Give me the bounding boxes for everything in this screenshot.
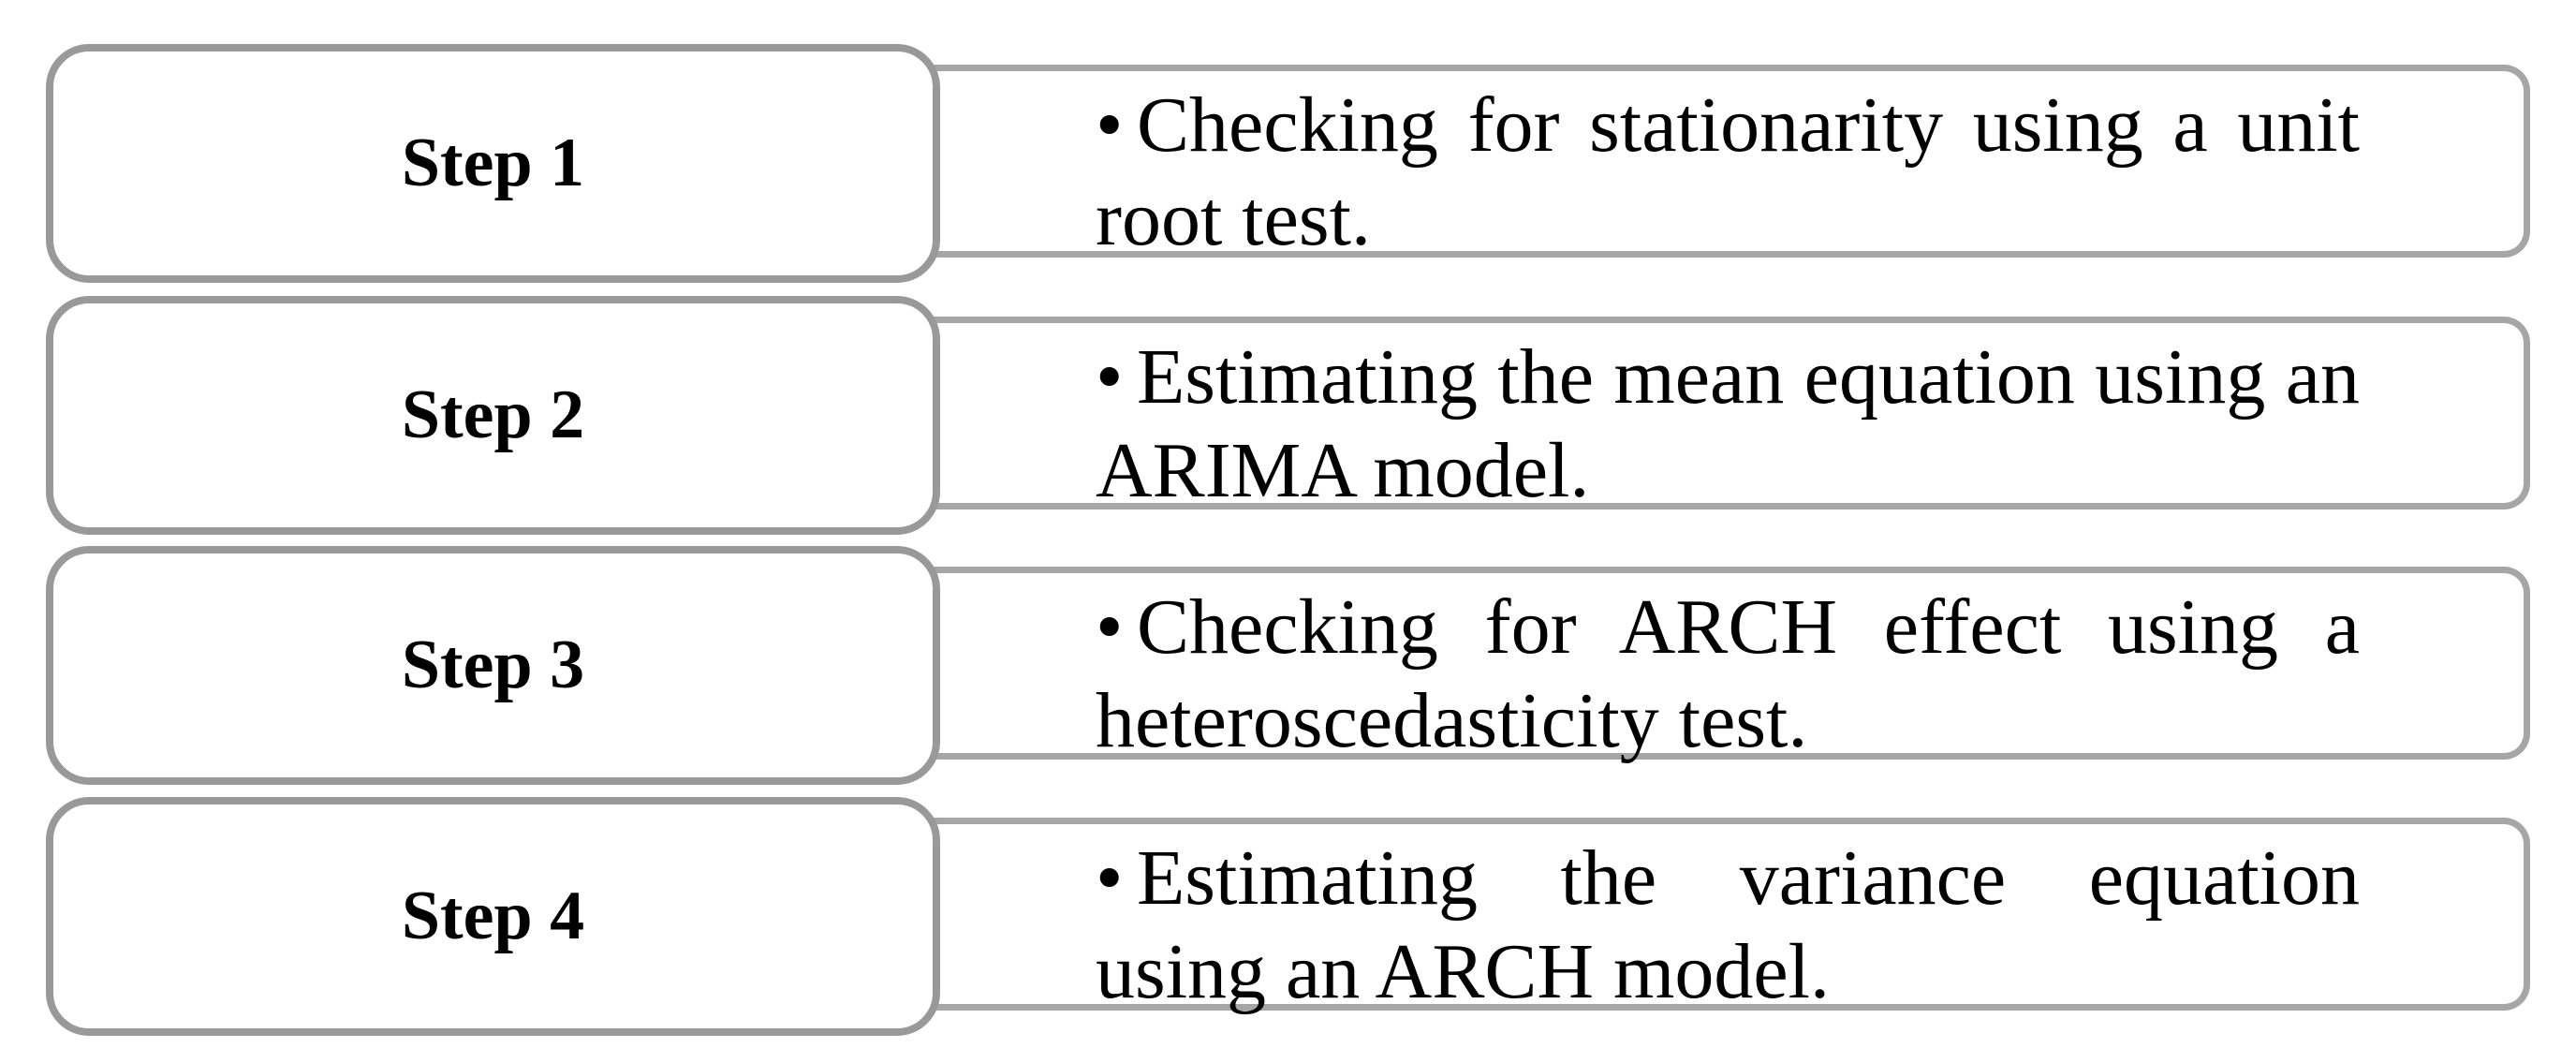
step-description: •Checking for stationarity using a unit …: [1096, 79, 2360, 266]
step-label-box: Step 3: [46, 546, 940, 785]
bullet-icon: •: [1096, 333, 1124, 421]
step-label: Step 4: [401, 878, 585, 954]
step-label: Step 2: [401, 376, 585, 453]
bullet-icon: •: [1096, 583, 1124, 671]
step-row-2: •Estimating the mean equation using an A…: [0, 296, 2576, 539]
step-description-box: •Estimating the mean equation using an A…: [927, 317, 2530, 514]
step-row-1: •Checking for stationarity using a unit …: [0, 44, 2576, 288]
step-label-box: Step 4: [46, 797, 940, 1036]
step-description-text: Estimating the variance equation using a…: [1096, 834, 2360, 1015]
step-description: •Checking for ARCH effect using a hetero…: [1096, 581, 2360, 768]
step-description: •Estimating the variance equation using …: [1096, 832, 2360, 1019]
step-label: Step 3: [401, 627, 585, 703]
step-row-4: •Estimating the variance equation using …: [0, 797, 2576, 1041]
step-description-text: Estimating the mean equation using an AR…: [1096, 333, 2360, 514]
step-label: Step 1: [401, 125, 585, 201]
step-label-box: Step 1: [46, 44, 940, 283]
step-description-text: Checking for ARCH effect using a heteros…: [1096, 583, 2360, 764]
step-label-box: Step 2: [46, 296, 940, 535]
bullet-icon: •: [1096, 81, 1124, 169]
step-description: •Estimating the mean equation using an A…: [1096, 331, 2360, 518]
step-description-box: •Checking for ARCH effect using a hetero…: [927, 567, 2530, 764]
step-description-box: •Checking for stationarity using a unit …: [927, 65, 2530, 262]
step-description-box: •Estimating the variance equation using …: [927, 818, 2530, 1015]
step-description-text: Checking for stationarity using a unit r…: [1096, 81, 2360, 262]
step-row-3: •Checking for ARCH effect using a hetero…: [0, 546, 2576, 790]
bullet-icon: •: [1096, 834, 1124, 922]
